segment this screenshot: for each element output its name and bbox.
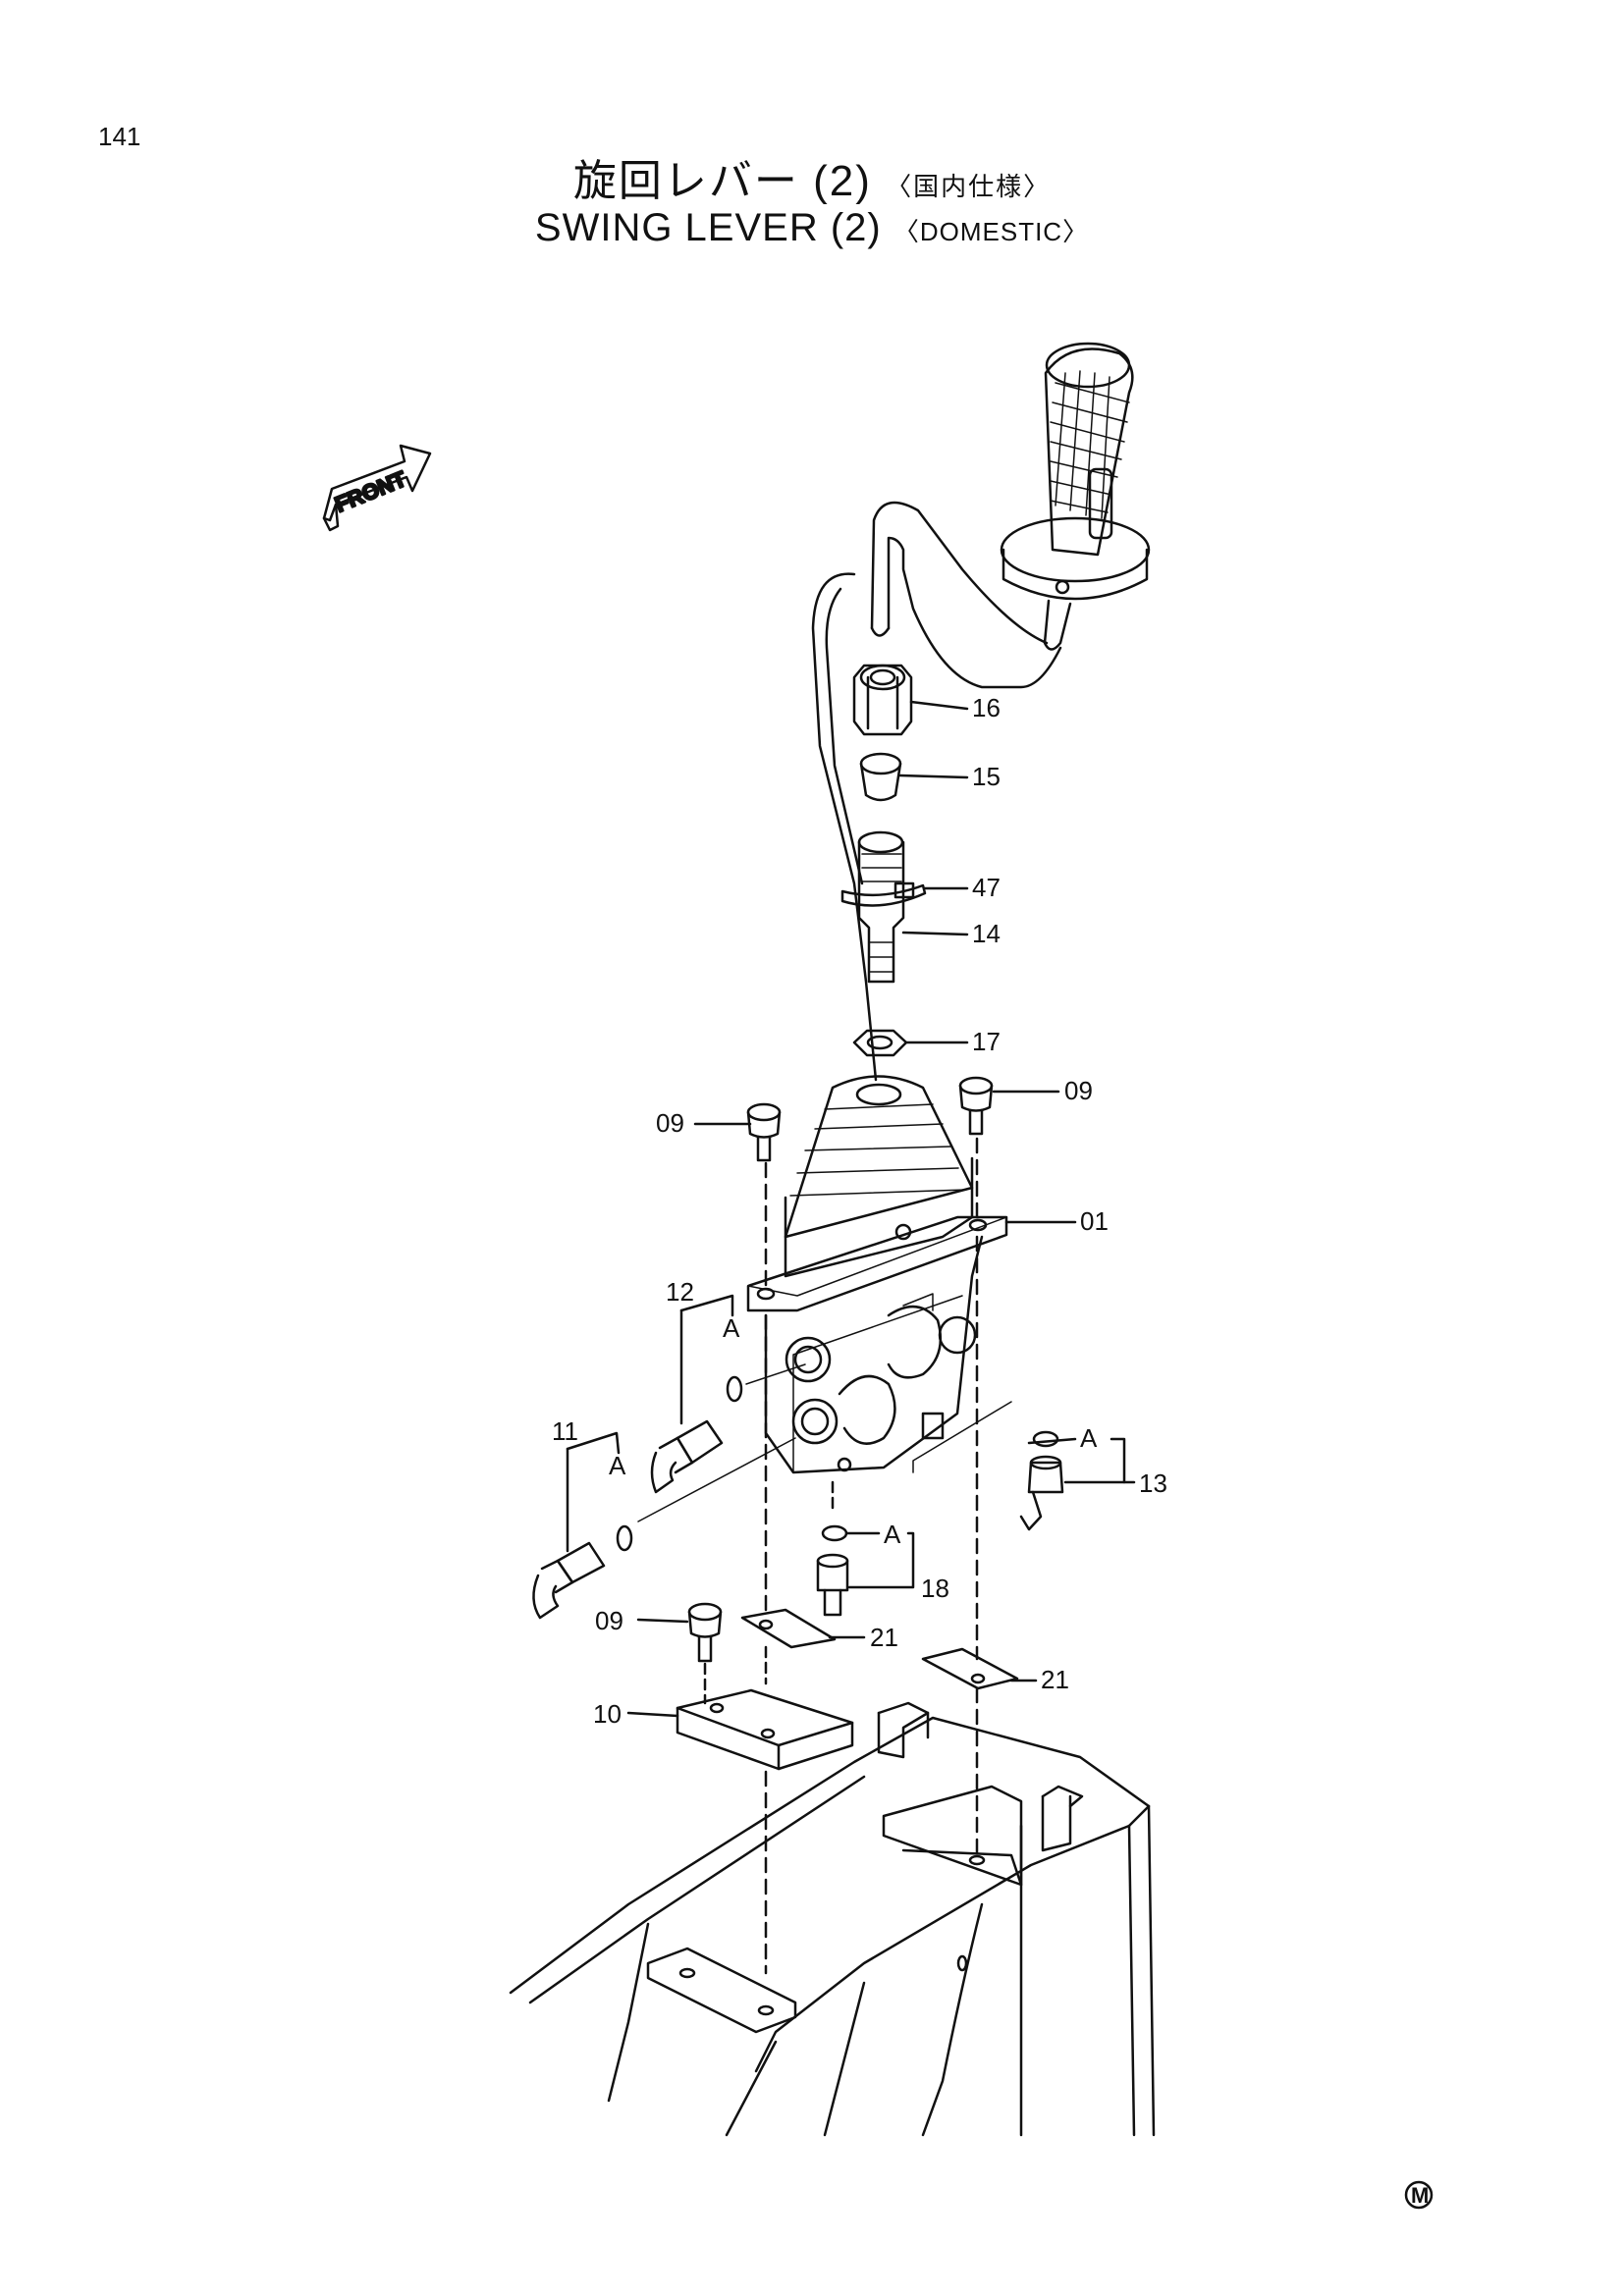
callout-a-18: A <box>884 1520 901 1549</box>
m-mark-icon: M <box>1404 2180 1434 2210</box>
callout-14: 14 <box>972 919 1001 948</box>
callout-17: 17 <box>972 1027 1001 1056</box>
part-47-clamp <box>840 881 927 907</box>
front-arrow-icon <box>322 444 432 532</box>
part-09-bolt-lower <box>687 1602 723 1705</box>
callout-a-11: A <box>609 1451 626 1480</box>
part-21-shim-right <box>921 1647 1019 1690</box>
part-10-block <box>676 1645 854 1771</box>
part-11-elbow <box>532 1541 606 1620</box>
callout-15: 15 <box>972 762 1001 791</box>
title-japanese: 旋回レバー (2) 〈国内仕様〉 <box>0 145 1624 208</box>
callout-12: 12 <box>666 1277 694 1307</box>
o-ring-18 <box>821 1524 848 1542</box>
part-01-valve-body <box>746 1075 1008 1474</box>
callout-16: 16 <box>972 693 1001 722</box>
callout-13: 13 <box>1139 1468 1167 1498</box>
part-14-fitting <box>857 830 905 984</box>
pilot-pipe <box>811 501 1062 1082</box>
callout-18: 18 <box>921 1574 949 1603</box>
callout-21-left: 21 <box>870 1623 898 1652</box>
part-17-nut <box>852 1029 908 1057</box>
o-ring-12 <box>726 1375 743 1403</box>
part-09-bolt-right <box>958 1076 994 1219</box>
m-mark-text: M <box>1411 2183 1429 2208</box>
callout-11: 11 <box>552 1416 578 1446</box>
title-english-note: 〈DOMESTIC〉 <box>893 217 1090 246</box>
part-18-fitting <box>816 1553 849 1617</box>
part-12-elbow <box>650 1419 724 1494</box>
callout-01: 01 <box>1080 1206 1109 1236</box>
title-english: SWING LEVER (2) 〈DOMESTIC〉 <box>0 206 1624 250</box>
page-number: 141 <box>98 122 141 151</box>
callout-47: 47 <box>972 873 1001 902</box>
part-15-sleeve <box>859 752 902 802</box>
callout-21-right: 21 <box>1041 1665 1069 1694</box>
title-english-text: SWING LEVER (2) <box>534 206 882 249</box>
title-japanese-note: 〈国内仕様〉 <box>886 172 1052 201</box>
callout-a-13: A <box>1080 1423 1098 1453</box>
callout-a-12: A <box>723 1313 740 1343</box>
callout-09-left: 09 <box>656 1108 684 1138</box>
o-ring-11 <box>616 1524 633 1552</box>
part-09-bolt-left <box>746 1102 782 1288</box>
o-ring-13 <box>1032 1430 1059 1448</box>
part-13-fitting <box>1019 1455 1064 1531</box>
lever-grip <box>1000 342 1151 651</box>
callout-09-lower: 09 <box>595 1606 623 1635</box>
title-japanese-text: 旋回レバー (2) <box>572 157 872 205</box>
frame-stand <box>509 1701 1156 2137</box>
callout-09-right: 09 <box>1064 1076 1093 1105</box>
callout-10: 10 <box>593 1699 622 1729</box>
part-21-shim-left <box>740 1608 837 1649</box>
part-16-nut <box>852 664 913 736</box>
